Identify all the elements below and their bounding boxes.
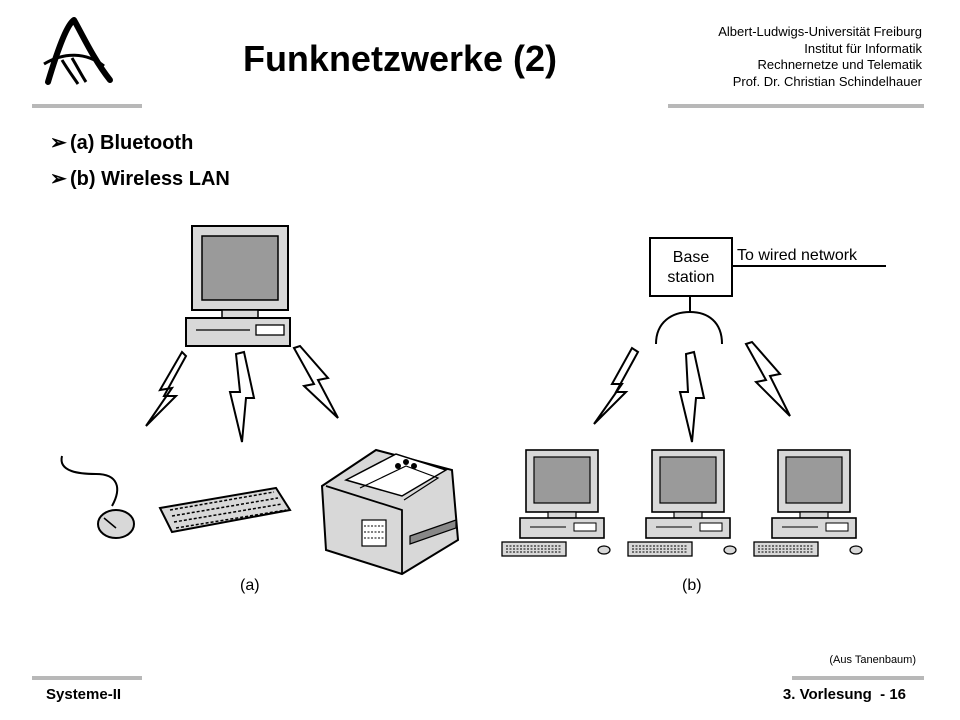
institution-line: Rechnernetze und Telematik xyxy=(757,57,922,72)
arrow-bullet-icon: ➢ xyxy=(50,132,67,154)
lightning-icon xyxy=(593,346,640,425)
lightning-icon xyxy=(744,340,791,417)
institution-line: Institut für Informatik xyxy=(804,40,922,56)
figure-label-a: (a) xyxy=(240,577,260,594)
lightning-icon xyxy=(292,344,339,419)
base-station-icon: Base station xyxy=(649,237,886,345)
header-rule-right xyxy=(668,104,924,108)
lightning-icon xyxy=(145,350,188,427)
base-station-label: Base xyxy=(673,249,710,266)
institution-line: Prof. Dr. Christian Schindelhauer xyxy=(732,73,922,89)
lightning-icon xyxy=(678,350,706,443)
institution-line: Albert-Ludwigs-Universität Freiburg xyxy=(718,24,922,39)
university-logo xyxy=(43,17,113,85)
mouse-icon xyxy=(60,455,135,539)
footer-page-number: 3. Vorlesung - 16 xyxy=(782,686,906,703)
header-rule-left xyxy=(32,104,142,108)
wireless-pc-icon xyxy=(753,449,863,557)
page-title: Funknetzwerke (2) xyxy=(242,38,558,79)
printer-icon xyxy=(320,448,460,576)
figure-label-b: (b) xyxy=(682,577,702,594)
wired-network-label: To wired network xyxy=(737,247,858,264)
base-station-label: station xyxy=(667,269,714,286)
lightning-icon xyxy=(228,350,256,443)
desktop-pc-icon xyxy=(185,225,291,347)
bullet-item: ➢(b) Wireless LAN xyxy=(50,168,230,190)
footer-rule-right xyxy=(792,676,924,680)
bullet-item: ➢(a) Bluetooth xyxy=(50,132,194,154)
footer-rule-left xyxy=(32,676,142,680)
keyboard-icon xyxy=(158,486,292,534)
arrow-bullet-icon: ➢ xyxy=(50,168,67,190)
institution-block: Albert-Ludwigs-Universität Freiburg Inst… xyxy=(718,24,922,90)
source-note: (Aus Tanenbaum) xyxy=(829,654,916,666)
footer-course: Systeme-II xyxy=(46,686,122,703)
wireless-pc-icon xyxy=(627,449,737,557)
wireless-pc-icon xyxy=(501,449,611,557)
